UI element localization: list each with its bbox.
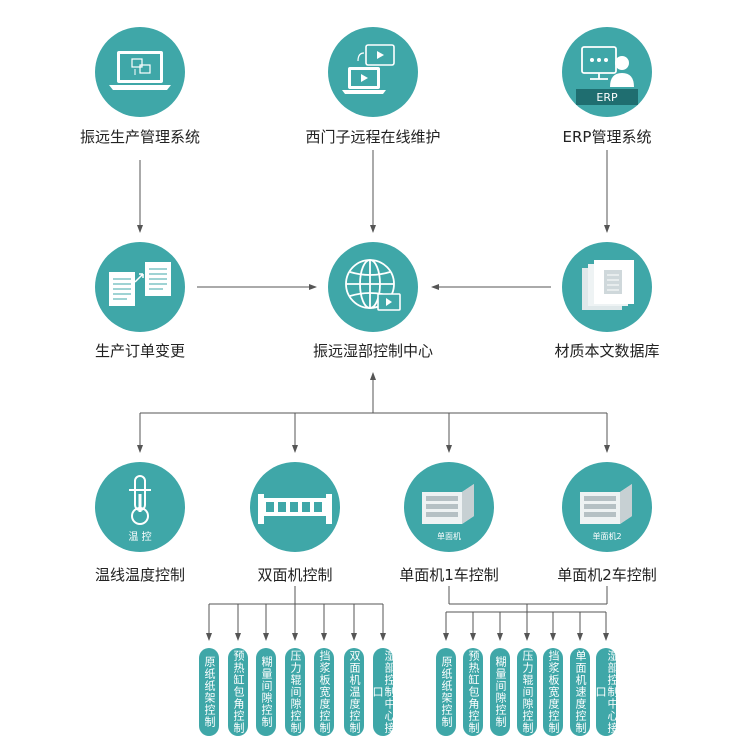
sf-item-center-interface: 湿部控制中心接口 [594,648,619,736]
sf-item-paper-stand: 原纸纸架控制 [436,648,456,736]
single-facer-icon: 单面机 [422,484,474,541]
erp-user-icon: ERP [576,46,638,105]
single-facer-2-icon-text: 单面机2 [592,531,621,541]
temperature-label: 温线温度控制 [94,566,185,584]
df-item-temperature: 双面机温度控制 [344,648,364,736]
material-db-label: 材质本文数据库 [554,342,660,360]
control-center-node [328,242,418,332]
sf-item-preheater-wrap: 预热缸包角控制 [463,648,483,736]
df-item-glue-gap: 糊量间隙控制 [256,648,276,736]
sf-item-glue-gap: 糊量间隙控制 [490,648,510,736]
globe-icon [345,259,401,311]
single-facer-icon: 单面机2 [580,484,632,541]
documents-icon [109,262,171,306]
siemens-node [328,27,418,117]
sf-item-speed: 单面机速度控制 [570,648,590,736]
thermometer-icon: 温 控 [128,475,152,543]
machine-icon [258,494,332,524]
control-center-label: 振远湿部控制中心 [312,342,433,360]
remote-monitor-icon [342,44,395,94]
single-facer-1-node: 单面机 [404,462,494,552]
erp-label: ERP管理系统 [562,128,652,146]
laptop-icon [109,51,171,90]
material-db-node [562,242,652,332]
single-facer-2-node: 单面机2 [562,462,652,552]
single-facer-1-icon-text: 单面机 [437,531,461,541]
order-change-label: 生产订单变更 [94,342,185,360]
production-system-node [95,27,185,117]
double-facer-node [250,462,340,552]
temperature-node: 温 控 [95,462,185,552]
order-change-node [95,242,185,332]
single-facer-2-label: 单面机2车控制 [557,566,657,584]
temperature-icon-text: 温 控 [128,530,151,543]
df-item-glue-dam-width: 挡浆板宽度控制 [314,648,334,736]
df-item-center-interface: 湿部控制中心接口 [371,648,396,736]
erp-node: ERP [562,27,652,117]
erp-icon-text: ERP [596,91,618,104]
production-system-label: 振远生产管理系统 [79,128,200,146]
single-facer-1-label: 单面机1车控制 [399,566,499,584]
sf-item-pressure-roll-gap: 压力辊间隙控制 [517,648,537,736]
siemens-label: 西门子远程在线维护 [305,128,441,146]
df-item-pressure-roll-gap: 压力辊间隙控制 [285,648,305,736]
sf-item-glue-dam-width: 挡浆板宽度控制 [543,648,563,736]
df-item-paper-stand: 原纸纸架控制 [199,648,219,736]
database-files-icon [582,260,634,310]
df-item-preheater-wrap: 预热缸包角控制 [228,648,248,736]
double-facer-label: 双面机控制 [257,566,333,584]
